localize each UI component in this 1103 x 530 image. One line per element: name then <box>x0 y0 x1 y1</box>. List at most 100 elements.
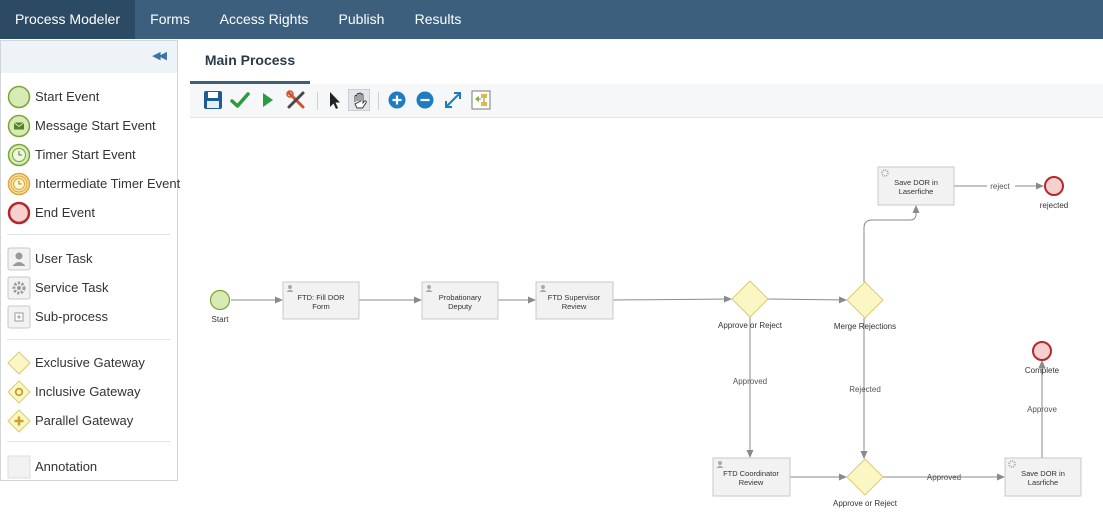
zoom-out-icon <box>416 91 434 109</box>
nav-tab-publish[interactable]: Publish <box>338 11 385 27</box>
task-label: Review <box>739 478 764 487</box>
flow-label-rejected: Rejected <box>849 385 881 394</box>
expand-icon <box>445 92 461 108</box>
task-save-dor-laserfiche-reject[interactable]: Save DOR in Laserfiche <box>877 166 955 206</box>
task-ftd-coordinator-review[interactable]: FTD Coordinator Review <box>712 457 791 497</box>
service-task-icon <box>7 276 31 300</box>
nav-tab-results[interactable]: Results <box>414 11 462 27</box>
nav-tab-forms[interactable]: Forms <box>150 11 190 27</box>
palette-header: ◀◀ <box>1 41 177 73</box>
palette-item-sub-process[interactable]: Sub-process <box>7 305 177 329</box>
flow-merge-to-save-reject[interactable] <box>863 205 920 282</box>
fit-to-screen-button[interactable] <box>442 89 464 111</box>
pointer-icon <box>330 92 340 109</box>
top-nav-bar: Process Modeler Forms Access Rights Publ… <box>0 0 1103 39</box>
palette-item-label: End Event <box>35 205 95 220</box>
palette-item-label: Message Start Event <box>35 118 156 133</box>
zoom-in-button[interactable] <box>386 89 408 111</box>
sequence-flows <box>231 182 1046 481</box>
start-event-label: Start <box>212 315 230 324</box>
palette-item-timer-start-event[interactable]: Timer Start Event <box>7 143 177 167</box>
user-task-icon <box>7 247 31 271</box>
select-tool-button[interactable] <box>323 89 345 111</box>
diagram-canvas[interactable]: reject Approved Rejected Approved Approv… <box>190 118 1103 525</box>
end-event-label: rejected <box>1040 201 1068 210</box>
hand-icon <box>354 92 367 109</box>
palette-item-message-start-event[interactable]: Message Start Event <box>7 114 177 138</box>
task-label: Laserfiche <box>899 187 934 196</box>
task-label: Lasrfiche <box>1028 478 1058 487</box>
save-icon <box>204 91 222 109</box>
tools-button[interactable] <box>285 89 307 111</box>
parallel-gateway-icon <box>7 409 31 433</box>
user-task-icon <box>716 461 724 468</box>
validate-button[interactable] <box>229 89 251 111</box>
pan-tool-button[interactable] <box>348 89 370 111</box>
toolbar-divider <box>317 92 318 110</box>
task-label: Probationary <box>439 293 482 302</box>
tab-main-process[interactable]: Main Process <box>190 40 310 84</box>
palette-item-start-event[interactable]: Start Event <box>7 85 177 109</box>
end-event-label: Complete <box>1025 366 1060 375</box>
flow-supervisor-to-gateway[interactable] <box>612 295 732 303</box>
palette-item-label: Annotation <box>35 459 98 474</box>
sub-process-icon <box>7 305 31 329</box>
process-tab-bar: Main Process <box>190 40 1103 85</box>
palette-item-parallel-gateway[interactable]: Parallel Gateway <box>7 409 177 433</box>
end-event-rejected[interactable] <box>1044 176 1064 196</box>
collapse-palette-icon[interactable]: ◀◀ <box>152 50 167 62</box>
palette-item-exclusive-gateway[interactable]: Exclusive Gateway <box>7 351 177 375</box>
nav-tab-access-rights[interactable]: Access Rights <box>219 11 309 27</box>
palette-item-label: Sub-process <box>35 309 108 324</box>
palette-item-label: Start Event <box>35 89 100 104</box>
user-task-icon <box>425 285 433 292</box>
start-event-icon <box>7 85 31 109</box>
timer-start-event-icon <box>7 143 31 167</box>
palette-item-label: Intermediate Timer Event <box>35 176 181 191</box>
auto-layout-button[interactable] <box>470 89 492 111</box>
service-task-icon <box>881 169 889 177</box>
wrench-screwdriver-icon <box>286 90 305 109</box>
user-task-icon <box>539 285 547 292</box>
start-event[interactable] <box>209 289 231 311</box>
task-label: Form <box>312 302 330 311</box>
palette-item-label: Service Task <box>35 280 109 295</box>
task-probationary-deputy[interactable]: Probationary Deputy <box>421 281 499 320</box>
flow-label-approved: Approved <box>733 377 767 386</box>
checkmark-icon <box>230 92 250 108</box>
palette-item-label: Timer Start Event <box>35 147 136 162</box>
toolbar-divider <box>378 92 379 110</box>
message-start-event-icon <box>7 114 31 138</box>
gateway-approve-or-reject-2[interactable] <box>846 458 884 496</box>
zoom-out-button[interactable] <box>414 89 436 111</box>
task-ftd-supervisor-review[interactable]: FTD Supervisor Review <box>535 281 614 320</box>
nav-tab-process-modeler[interactable]: Process Modeler <box>0 0 135 39</box>
task-label: FTD Coordinator <box>723 469 779 478</box>
task-label: Save DOR in <box>1021 469 1065 478</box>
task-save-dor-lasrfiche-complete[interactable]: Save DOR in Lasrfiche <box>1004 457 1082 497</box>
palette-item-inclusive-gateway[interactable]: Inclusive Gateway <box>7 380 177 404</box>
end-event-complete[interactable] <box>1032 341 1052 361</box>
palette-divider <box>7 339 170 340</box>
save-button[interactable] <box>202 89 224 111</box>
gateway-merge-rejections[interactable] <box>846 281 884 319</box>
zoom-in-icon <box>388 91 406 109</box>
palette-item-annotation[interactable]: Annotation <box>7 455 177 479</box>
flow-label-reject: reject <box>990 182 1010 191</box>
palette-item-end-event[interactable]: End Event <box>7 201 177 225</box>
palette-item-label: User Task <box>35 251 93 266</box>
task-label: Review <box>562 302 587 311</box>
task-fill-dor-form[interactable]: FTD: Fill DOR Form <box>282 281 360 320</box>
user-task-icon <box>286 285 294 292</box>
task-label: Save DOR in <box>894 178 938 187</box>
inclusive-gateway-icon <box>7 380 31 404</box>
flow-gateway-to-merge[interactable] <box>767 296 847 304</box>
process-diagram: reject Approved Rejected Approved Approv… <box>209 166 1082 508</box>
flow-label-approve: Approve <box>1027 405 1057 414</box>
run-button[interactable] <box>256 89 278 111</box>
gateway-approve-or-reject[interactable] <box>731 280 769 318</box>
palette-item-user-task[interactable]: User Task <box>7 247 177 271</box>
gateway-label: Merge Rejections <box>834 322 896 331</box>
palette-item-intermediate-timer-event[interactable]: Intermediate Timer Event <box>7 172 181 196</box>
palette-item-service-task[interactable]: Service Task <box>7 276 177 300</box>
